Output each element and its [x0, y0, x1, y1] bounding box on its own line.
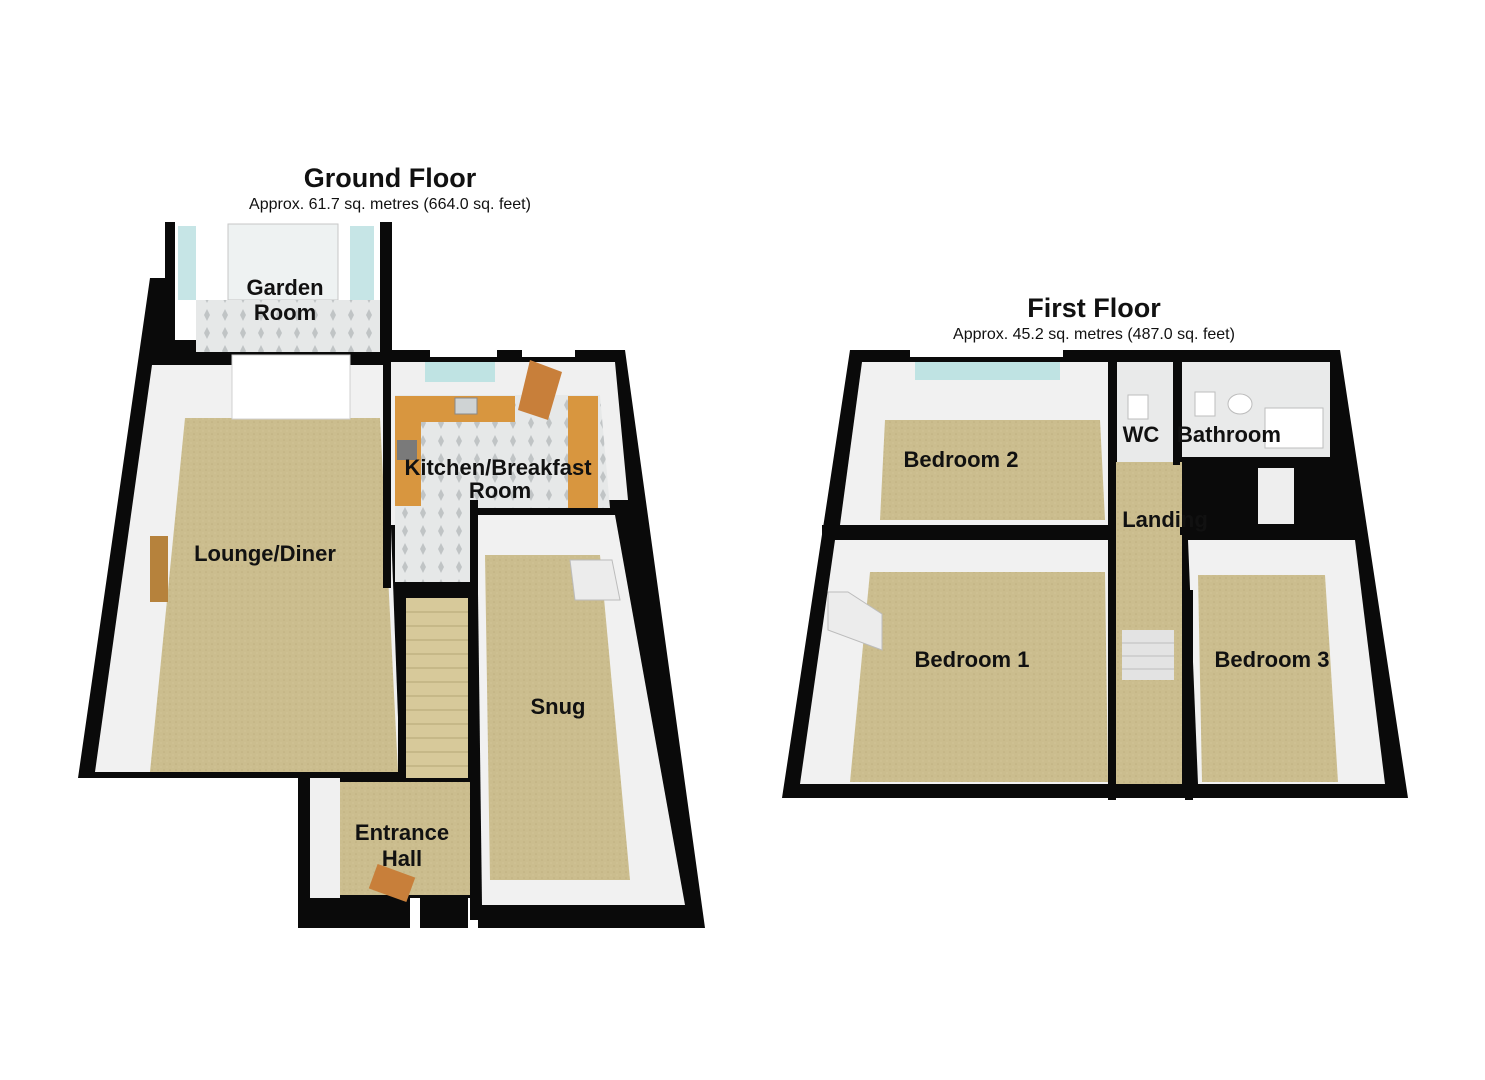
label-bedroom-3: Bedroom 3	[1215, 647, 1330, 672]
first-cupboard	[1258, 468, 1294, 524]
label-entrance-2: Hall	[382, 846, 422, 871]
ground-inner-wall-1	[383, 360, 391, 588]
label-lounge-diner: Lounge/Diner	[194, 541, 336, 566]
lounge-fireplace	[150, 536, 168, 602]
label-entrance-1: Entrance	[355, 820, 449, 845]
ground-floor-plan: Garden Room Lounge/Diner Kitchen/Breakfa…	[78, 222, 705, 928]
first-inner-wall-v2	[1173, 355, 1180, 465]
ground-floor-area: Approx. 61.7 sq. metres (664.0 sq. feet)	[249, 196, 531, 213]
label-wc: WC	[1123, 422, 1160, 447]
snug-cupboard	[569, 559, 621, 601]
label-bedroom-2: Bedroom 2	[904, 447, 1019, 472]
kitchen-floor	[395, 395, 610, 582]
snug-floor	[485, 555, 630, 880]
label-landing: Landing	[1122, 507, 1208, 532]
garden-room-glass-left	[178, 226, 196, 300]
bedroom2-window	[915, 362, 1060, 380]
first-floor-title: First Floor	[1027, 293, 1161, 323]
label-garden-room-2: Room	[254, 300, 316, 325]
lounge-floor	[150, 418, 398, 772]
wc-toilet	[1127, 394, 1149, 420]
label-kitchen-2: Room	[469, 478, 531, 503]
kitchen-sink	[454, 397, 478, 415]
garden-room-tile	[196, 300, 380, 352]
lounge-doorway	[231, 354, 351, 420]
kitchen-worktop-right	[568, 396, 598, 508]
label-bathroom: Bathroom	[1177, 422, 1281, 447]
ground-inner-wall-2	[470, 500, 478, 920]
landing-floor	[1112, 462, 1182, 784]
label-garden-room-1: Garden	[246, 275, 323, 300]
garden-room-glass-right	[350, 226, 374, 300]
entrance-hall-walls	[310, 778, 340, 898]
entrance-hall-floor	[318, 782, 470, 895]
label-kitchen-1: Kitchen/Breakfast	[404, 455, 592, 480]
staircase	[405, 598, 468, 778]
first-inner-wall-v1	[1108, 355, 1116, 800]
bedroom1-floor	[850, 572, 1108, 782]
bathroom-bath	[1264, 407, 1324, 449]
bathroom-basin	[1227, 393, 1253, 415]
first-inner-wall-h2	[1180, 527, 1300, 535]
ground-floor-title: Ground Floor	[303, 163, 477, 193]
first-inner-wall-v3	[1185, 590, 1193, 800]
bathroom-toilet	[1194, 391, 1216, 417]
entrance-front-door	[368, 863, 416, 903]
kitchen-window	[425, 362, 495, 382]
first-floor-area: Approx. 45.2 sq. metres (487.0 sq. feet)	[953, 326, 1235, 343]
label-snug: Snug	[531, 694, 586, 719]
first-floor-plan: Bedroom 2 WC Bathroom Landing Bedroom 1 …	[782, 350, 1408, 800]
bedroom2-floor	[880, 420, 1105, 520]
first-inner-wall-h1	[822, 525, 1114, 535]
label-bedroom-1: Bedroom 1	[915, 647, 1030, 672]
landing-stairs	[1122, 630, 1174, 680]
kitchen-back-door	[518, 360, 562, 420]
ground-inner-wall-3	[398, 588, 406, 778]
bedroom1-wardrobe	[827, 591, 883, 651]
kitchen-hob	[397, 440, 417, 460]
bedroom3-floor	[1198, 575, 1338, 782]
